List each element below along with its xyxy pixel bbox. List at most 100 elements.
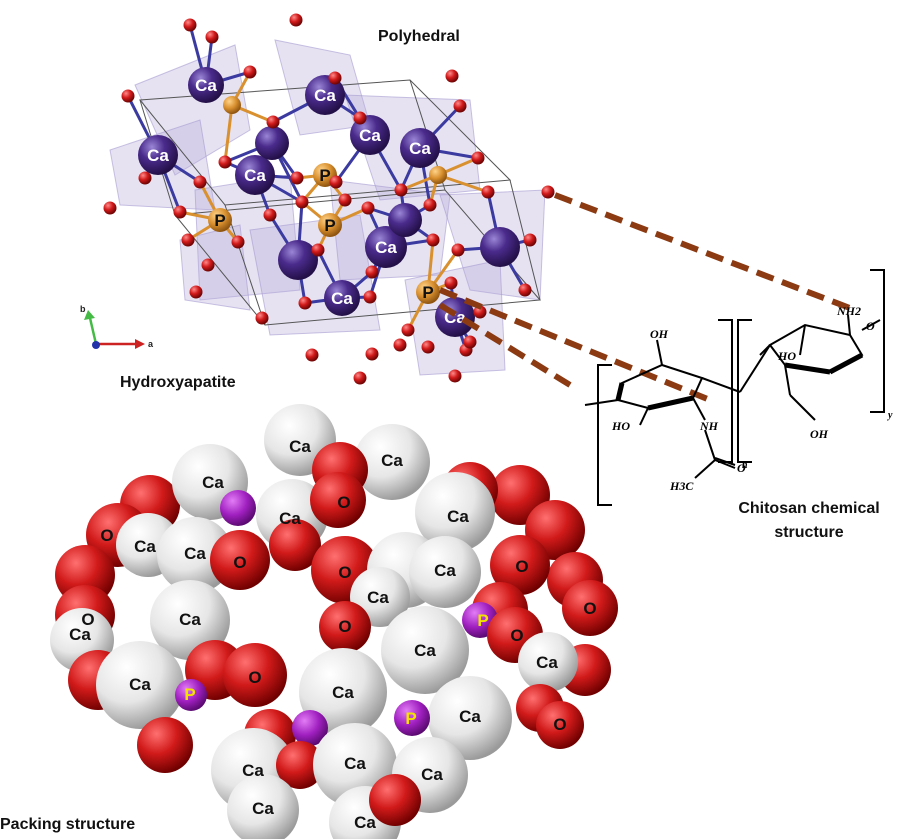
a-axis-arrowhead: [135, 339, 145, 349]
calcium-sphere: [518, 632, 578, 692]
oxygen-label: O: [337, 493, 350, 512]
oxygen-atom: [541, 185, 555, 199]
calcium-atom: [324, 280, 360, 316]
calcium-label: Ca: [314, 86, 336, 105]
oxygen-sphere: [536, 701, 584, 749]
group-o-end: O: [866, 319, 875, 333]
oxygen-label: O: [338, 617, 351, 636]
oxygen-atom: [353, 371, 367, 385]
chitosan-caption-line2: structure: [774, 524, 844, 541]
polyhedral-caption: Polyhedral: [378, 28, 460, 45]
bond: [692, 397, 706, 421]
oxygen-sphere: [276, 741, 324, 789]
oxygen-label: O: [248, 668, 261, 687]
oxygen-label: O: [553, 715, 566, 734]
oxygen-atom: [305, 348, 319, 362]
bond: [789, 394, 816, 421]
oxygen-label: O: [100, 526, 113, 545]
oxygen-atom: [338, 193, 352, 207]
dashed-link-middle: [438, 287, 712, 403]
calcium-label: Ca: [375, 238, 397, 257]
chitosan-group-labels: OH HO NH H3C O NH2 HO OH O n y: [611, 304, 893, 493]
ring-left-bold: [615, 382, 625, 401]
calcium-sphere: [354, 424, 430, 500]
phosphorus-label: P: [319, 166, 330, 185]
oxygen-atom: [138, 171, 152, 185]
calcium-label: Ca: [244, 166, 266, 185]
packing-caption: Packing structure: [0, 816, 136, 833]
oxygen-label: O: [81, 610, 94, 629]
calcium-atom: [188, 67, 224, 103]
oxygen-atom: [231, 235, 245, 249]
oxygen-atom: [255, 311, 269, 325]
oxygen-sphere: [137, 717, 193, 773]
p-o-bond: [223, 104, 234, 163]
oxygen-atom: [421, 340, 435, 354]
group-oh-bottom: OH: [810, 427, 829, 441]
phosphorus-label: P: [422, 283, 433, 302]
oxygen-atom: [365, 265, 379, 279]
oxygen-atom: [448, 369, 462, 383]
calcium-atom: [138, 135, 178, 175]
phosphorus-label: P: [477, 611, 488, 630]
b-axis-arrow: [88, 317, 98, 345]
calcium-label: Ca: [536, 653, 558, 672]
oxygen-atom: [451, 243, 465, 257]
calcium-label: Ca: [195, 76, 217, 95]
hydroxyapatite-caption: Hydroxyapatite: [120, 374, 236, 391]
oxygen-sphere: [369, 774, 421, 826]
oxygen-atom: [103, 201, 117, 215]
calcium-atom: [255, 126, 289, 160]
oxygen-atom: [473, 305, 487, 319]
oxygen-atom: [263, 208, 277, 222]
calcium-sphere: [428, 676, 512, 760]
bond: [639, 407, 649, 426]
oxygen-atom: [453, 99, 467, 113]
phosphorus-label: P: [184, 685, 195, 704]
oxygen-atom: [353, 111, 367, 125]
oxygen-label: O: [338, 563, 351, 582]
oxygen-atom: [361, 201, 375, 215]
ring-left-bold: [647, 395, 694, 411]
bond: [799, 324, 806, 356]
calcium-atom: [350, 115, 390, 155]
ring-left: [616, 363, 704, 410]
b-axis-arrowhead: [84, 310, 95, 320]
oxygen-atom: [365, 347, 379, 361]
phosphorus-label: P: [214, 211, 225, 230]
oxygen-atom: [423, 198, 437, 212]
chitosan-structure: [584, 269, 885, 506]
calcium-label: Ca: [202, 473, 224, 492]
calcium-label: Ca: [332, 683, 354, 702]
group-ho-left: HO: [611, 419, 630, 433]
calcium-atom: [365, 226, 407, 268]
bond: [739, 344, 771, 393]
calcium-atom: [388, 203, 422, 237]
oxygen-atom: [189, 285, 203, 299]
bond: [759, 344, 771, 356]
oxygen-atom: [394, 183, 408, 197]
bond: [701, 377, 741, 393]
oxygen-atom: [518, 283, 532, 297]
calcium-sphere: [415, 472, 495, 552]
cell-edge: [224, 204, 266, 326]
dashed-links: [438, 192, 857, 403]
oxygen-atom: [295, 195, 309, 209]
oxygen-sphere: [310, 472, 366, 528]
axis-triad: b a: [80, 304, 154, 349]
bond: [861, 319, 881, 331]
phosphorus-label: P: [405, 709, 416, 728]
bond: [784, 364, 791, 396]
oxygen-atom: [444, 276, 458, 290]
calcium-label: Ca: [447, 507, 469, 526]
calcium-label: Ca: [359, 126, 381, 145]
bond: [847, 314, 851, 336]
oxygen-atom: [523, 233, 537, 247]
oxygen-atom: [481, 185, 495, 199]
axis-label-a: a: [148, 339, 154, 349]
phosphorus-atom: [223, 96, 241, 114]
